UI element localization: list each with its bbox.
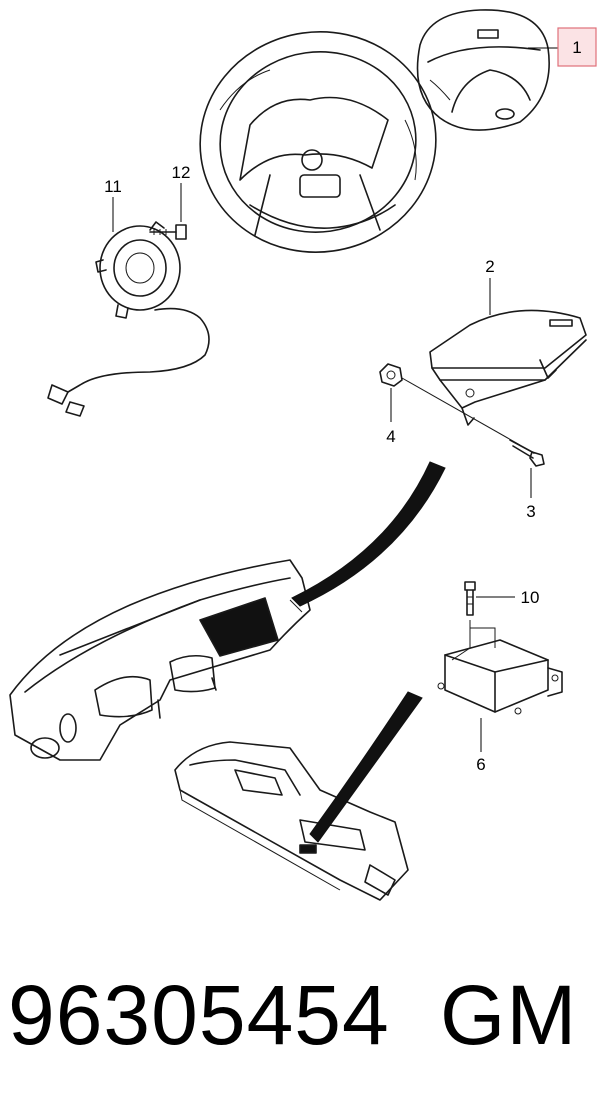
center-console [174,741,409,901]
callout-label-6: 6 [476,755,485,774]
passenger-airbag-module [429,309,587,426]
pointer-band-upper [291,461,446,607]
clock-spring [47,221,210,417]
callout-label-3: 3 [526,502,535,521]
bolt-3 [509,439,545,467]
callout-label-11: 11 [104,177,122,196]
callout-1[interactable]: 1 [528,27,597,67]
pointer-band-lower [309,691,423,843]
part-number: 96305454 [8,968,390,1062]
callout-label-10: 10 [521,588,540,607]
callout-label-4: 4 [386,427,395,446]
callout-label-2: 2 [485,257,494,276]
dashboard [9,559,311,761]
bolt-10 [464,581,476,616]
steering-wheel [199,31,437,253]
callout-label-12: 12 [172,163,191,182]
callout-label-1: 1 [572,38,581,57]
airbag-control-module [437,639,563,715]
bolt-12 [149,224,187,240]
driver-airbag-module [416,9,550,131]
nut-4 [379,363,403,387]
brand-name: GM [440,968,578,1062]
